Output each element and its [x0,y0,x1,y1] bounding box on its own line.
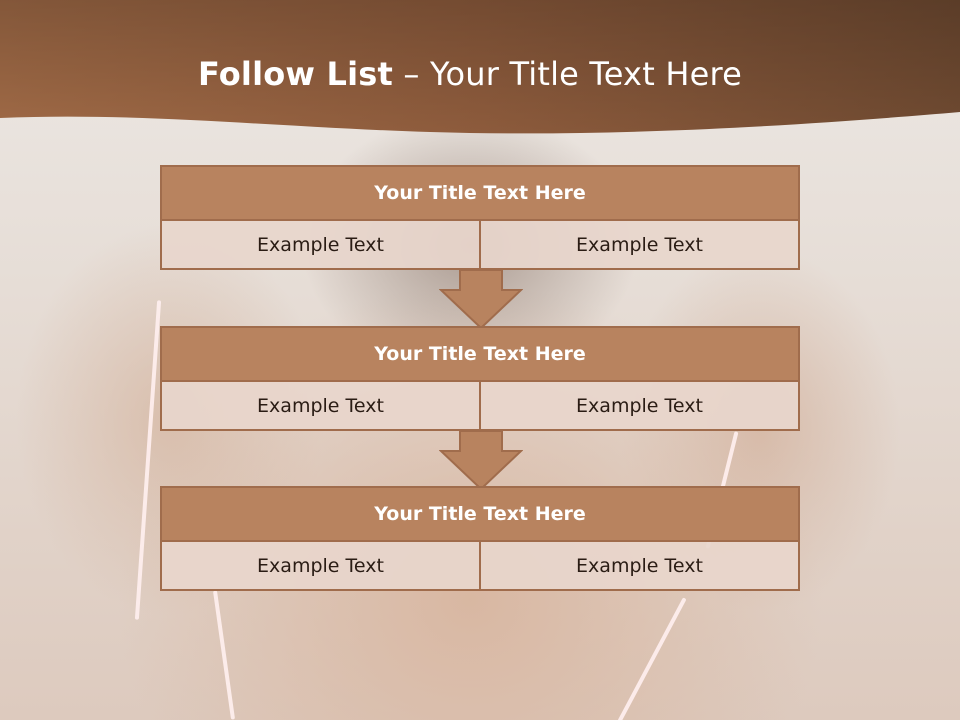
cell-left: Example Text [162,542,479,589]
cell-left: Example Text [162,221,479,268]
block-row: Example Text Example Text [160,382,800,431]
block-title: Your Title Text Here [160,326,800,382]
cell-right: Example Text [479,221,798,268]
title-rest: – Your Title Text Here [393,55,743,93]
list-block-1: Your Title Text Here Example Text Exampl… [160,165,800,270]
title-bold: Follow List [197,55,394,93]
down-arrow-1 [439,269,523,330]
right-strap-lower [617,597,687,720]
center-strap [212,590,236,720]
block-title: Your Title Text Here [160,486,800,542]
block-title: Your Title Text Here [160,165,800,221]
down-arrow-2 [439,430,523,491]
left-strap [134,300,162,620]
list-block-2: Your Title Text Here Example Text Exampl… [160,326,800,431]
block-row: Example Text Example Text [160,542,800,591]
list-block-3: Your Title Text Here Example Text Exampl… [160,486,800,591]
slide-title: Follow List – Your Title Text Here [0,52,940,96]
cell-left: Example Text [162,382,479,429]
cell-right: Example Text [479,382,798,429]
block-row: Example Text Example Text [160,221,800,270]
header-band [0,0,960,134]
cell-right: Example Text [479,542,798,589]
